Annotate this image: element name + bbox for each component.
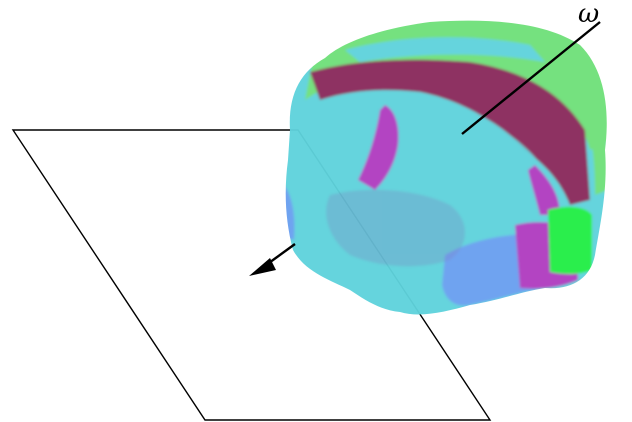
green-right-strip: [572, 80, 607, 195]
omega-label: ω: [578, 0, 599, 29]
blue-left-edge: [285, 185, 295, 240]
cyan-stripe: [345, 37, 545, 62]
cyan-inner: [395, 95, 550, 190]
rotation-axis-line: [461, 21, 601, 135]
magenta-strip-right: [528, 165, 560, 215]
brain-volume: [285, 20, 607, 315]
direction-arrow-head: [249, 258, 276, 276]
shadow-patch: [326, 189, 465, 267]
plane-parallelogram: [11, 129, 492, 421]
magenta-strip-left: [358, 105, 399, 190]
maroon-band: [310, 59, 590, 206]
bright-green-patch: [548, 206, 592, 275]
